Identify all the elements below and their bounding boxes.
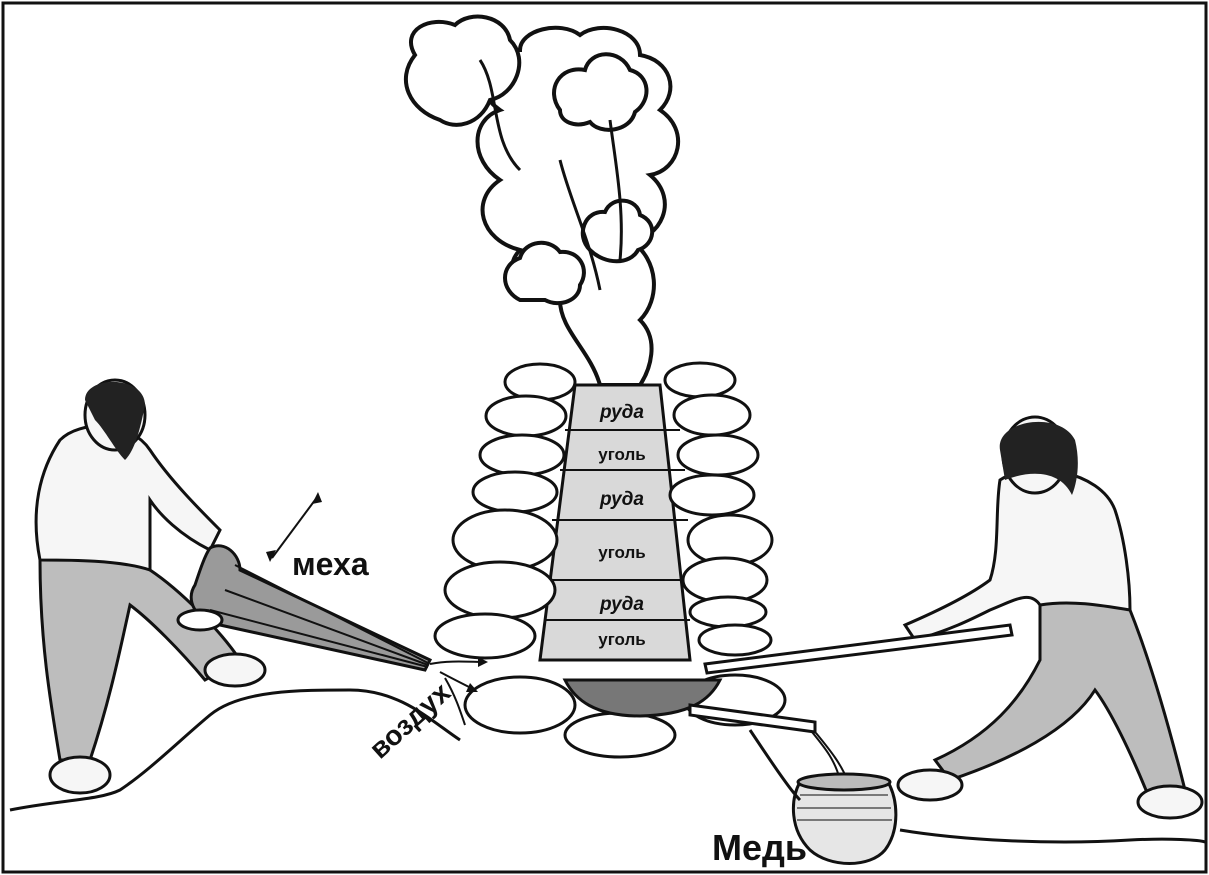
bellows-label: меха [292, 546, 369, 582]
foot [896, 768, 964, 802]
layer-label: уголь [598, 543, 646, 562]
layer-label: руда [599, 402, 644, 423]
ground-mid [748, 729, 802, 802]
stone [484, 394, 568, 438]
stone [681, 556, 769, 604]
air-arrows [429, 657, 488, 726]
foot [48, 755, 112, 795]
stone [471, 470, 559, 514]
pouring-spout [688, 703, 817, 734]
copper-pot [791, 772, 898, 865]
stone [688, 595, 768, 629]
foot [1136, 784, 1204, 820]
stone [672, 393, 752, 437]
layer-label: руда [599, 594, 644, 615]
stone [443, 560, 557, 620]
stone [463, 675, 577, 735]
right-man [896, 415, 1204, 820]
stone [663, 361, 737, 399]
bellows [176, 544, 433, 672]
crucible [562, 678, 723, 718]
ground-right [899, 828, 1206, 844]
ground-left [9, 688, 461, 812]
left-man [34, 378, 267, 795]
stone [697, 623, 773, 657]
foot [203, 652, 267, 688]
stone [478, 433, 566, 477]
layer-label: уголь [598, 445, 646, 464]
stone [563, 711, 677, 759]
layer-label: уголь [598, 630, 646, 649]
stone [503, 362, 577, 402]
layer-label: руда [599, 489, 644, 510]
smoke-plume [403, 14, 680, 387]
furnace-base [463, 673, 849, 783]
air-label: воздух [363, 676, 456, 764]
stone [433, 612, 537, 660]
furnace: руда уголь руда уголь руда уголь [433, 361, 774, 662]
furnace-shaft [538, 383, 692, 662]
stone [668, 473, 756, 517]
bellows-motion-arrow [266, 492, 322, 562]
copper-label: Медь [712, 827, 807, 868]
poker-rod [703, 623, 1014, 675]
stone [676, 433, 760, 477]
